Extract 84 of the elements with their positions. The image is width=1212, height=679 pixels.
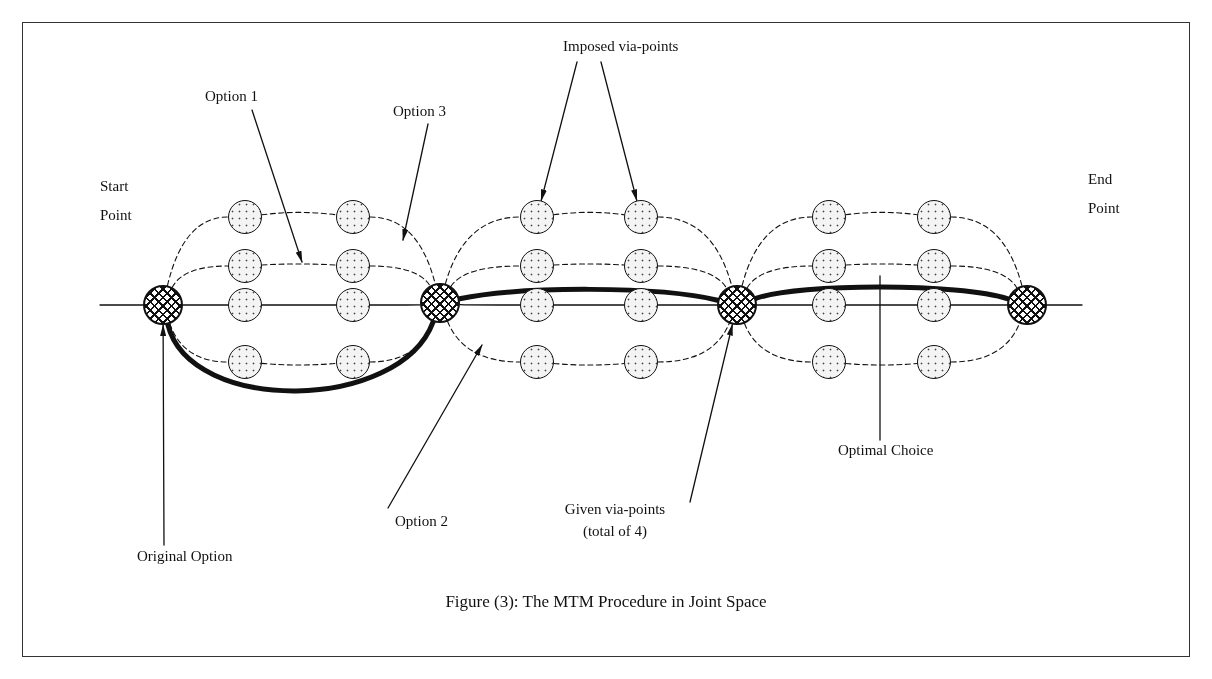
dotted-via-point [336,345,370,379]
trajectory-curve [756,304,813,306]
dotted-via-point [917,200,951,234]
trajectory-curve [950,216,1023,287]
trajectory-curve [169,323,229,363]
point-label: Start Point [100,177,133,225]
trajectory-curve [369,304,421,306]
callout-text: Optimal Choice [838,440,934,462]
dotted-via-point [228,249,262,283]
dotted-via-point [624,345,658,379]
dotted-via-point [624,249,658,283]
dotted-via-point [336,200,370,234]
figure-caption: Figure (3): The MTM Procedure in Joint Space [444,592,768,612]
dotted-via-point [917,345,951,379]
trajectory-curve [369,265,431,287]
dotted-via-point [917,249,951,283]
dotted-via-point [812,200,846,234]
dotted-via-point [336,249,370,283]
trajectory-curve [182,304,229,306]
trajectory-curve [261,362,337,366]
trajectory-curve [166,216,229,287]
trajectory-curve [553,362,625,366]
leader-line [879,275,881,441]
callout-text: Option 1 [205,86,258,108]
dotted-via-point [520,249,554,283]
leader-arrow [600,61,638,202]
hatched-via-point [717,285,757,325]
hatched-via-point [1007,285,1047,325]
trajectory-curve [950,265,1018,289]
trajectory-curve [553,263,625,266]
dotted-via-point [336,288,370,322]
dotted-via-point [228,345,262,379]
trajectory-curve [171,265,229,288]
dotted-via-point [917,288,951,322]
callout-text: Given via-points (total of 4) [558,499,672,543]
trajectory-curve [261,211,337,216]
point-label: End Point [1088,170,1121,218]
callout-text: Original Option [137,546,233,568]
leader-arrow [402,123,429,241]
trajectory-curve [447,320,521,363]
trajectory-curve [743,322,813,363]
hatched-via-point [143,285,183,325]
axis-line [99,304,144,306]
dotted-via-point [812,288,846,322]
dotted-via-point [520,345,554,379]
dotted-via-point [624,288,658,322]
trajectory-curve [746,265,813,289]
trajectory-curve [450,265,521,287]
trajectory-curve [444,216,521,285]
dotted-via-point [624,200,658,234]
trajectory-curve [261,304,337,306]
trajectory-curve [845,263,918,266]
leader-arrow [251,109,303,263]
trajectory-curve [741,216,813,287]
dotted-via-point [228,288,262,322]
dotted-via-point [812,345,846,379]
trajectory-curve [553,211,625,216]
trajectory-curve [950,322,1020,363]
trajectory-curve [845,304,918,306]
optimal-path [753,284,1011,302]
trajectory-curve [845,211,918,216]
trajectory-curve [845,362,918,366]
optimal-path [165,319,436,394]
leader-arrow [689,323,734,503]
leader-arrow [387,344,483,509]
trajectory-curve [657,216,733,287]
callout-text: Imposed via-points [563,36,679,58]
trajectory-curve [950,304,1008,306]
callout-text: Option 2 [395,511,448,533]
trajectory-curve [261,263,337,266]
trajectory-curve [553,304,625,306]
dotted-via-point [520,200,554,234]
trajectory-curve [657,322,730,363]
hatched-via-point [420,283,460,323]
dotted-via-point [812,249,846,283]
trajectory-curve [657,265,728,289]
trajectory-curve [459,303,521,306]
trajectory-curve [657,304,718,306]
callout-text: Option 3 [393,101,446,123]
dotted-via-point [520,288,554,322]
leader-arrow [540,61,578,202]
axis-line [1046,304,1083,306]
dotted-via-point [228,200,262,234]
leader-arrow [160,324,167,546]
